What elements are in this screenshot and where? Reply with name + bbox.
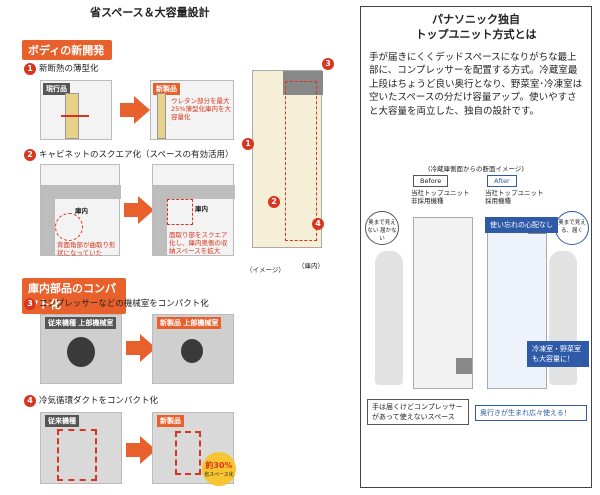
urethane-new: [157, 93, 166, 139]
dead-space-note: 手は届くけどコンプレッサーがあって使えないスペース: [367, 399, 469, 425]
spacious-note: 奥行きが生まれ広々使える！: [475, 405, 587, 421]
section-body-header: ボディの新開発: [22, 40, 112, 60]
corner-highlight-new: [167, 199, 193, 225]
capacity-callout: 冷凍室・野菜室も大容量に！: [527, 341, 589, 367]
compressor-old: [67, 337, 95, 367]
panel-body: 手が届きにくくデッドスペースになりがちな最上部に、コンプレッサーを配置する方式。…: [369, 52, 583, 117]
cabinet-side-old: [41, 185, 55, 255]
fridge-marker-2: 2: [268, 196, 280, 208]
step-3-number: 3: [24, 297, 36, 310]
step-1-new-tag: 新製品: [153, 83, 180, 95]
after-label-2: 採用機種: [485, 197, 511, 206]
step-1-text: 新断熱の薄型化: [39, 64, 99, 74]
compressor-before: [456, 358, 472, 374]
step-1-old-tag: 現行品: [43, 83, 70, 95]
fridge-inside-label: （庫内）: [298, 262, 324, 270]
before-label-2: 非採用機種: [411, 197, 444, 206]
bubble-after: 奥まで見える、届く: [555, 211, 589, 245]
compressor-new: [181, 339, 203, 363]
step-2-number: 2: [24, 148, 36, 161]
top-unit-panel: パナソニック独自 トップユニット方式とは 手が届きにくくデッドスペースになりがち…: [360, 6, 592, 488]
step-1-number: 1: [24, 62, 36, 75]
step-3-text: コンプレッサーなどの機械室をコンパクト化: [39, 299, 209, 309]
badge-percent: 約30%: [205, 461, 233, 470]
step-4-number: 4: [24, 394, 36, 407]
fridge-image-label: （イメージ）: [246, 266, 285, 274]
cabinet-side-new: [153, 185, 167, 255]
before-tag: Before: [413, 175, 449, 187]
step-1-note: ウレタン部分を最大25%薄型化庫内を大容量化: [171, 97, 231, 122]
step-4-old-tag: 従来機種: [45, 415, 79, 427]
corner-highlight-old: [55, 213, 83, 241]
step-4-old-photo: 従来機種: [40, 412, 122, 484]
after-label: 当社トップユニット 採用機種: [485, 189, 544, 206]
step-2-arrow: [124, 196, 154, 224]
diagram-caption: (冷蔵庫側面からの断面イメージ): [428, 165, 524, 173]
step-1-arrow: [120, 96, 150, 124]
thickness-marker-old: [61, 115, 89, 117]
panel-title-1: パナソニック独自: [432, 13, 520, 26]
before-label: 当社トップユニット 非採用機種: [411, 189, 470, 206]
fridge-marker-1: 1: [242, 138, 254, 150]
badge-sub: 省スペース化: [204, 472, 234, 478]
fridge-illustration: [252, 70, 323, 248]
step-3-new-tag: 新製品 上部機械室: [157, 317, 222, 329]
duct-new: [175, 431, 201, 475]
inside-label-new: 庫内: [195, 205, 208, 213]
step-2-old-diagram: 庫内 背面角部が曲取り形状になっていた: [40, 164, 121, 258]
step-1-old-diagram: 現行品: [40, 80, 112, 140]
inside-label-old: 庫内: [75, 207, 88, 215]
step-1-new-diagram: 新製品 ウレタン部分を最大25%薄型化庫内を大容量化: [150, 80, 234, 140]
reduction-badge: 約30% 省スペース化: [202, 452, 236, 486]
step-3-old-photo: 従来機種 上部機械室: [40, 314, 122, 384]
person-left-silhouette: [375, 251, 403, 385]
fridge-marker-3: 3: [322, 58, 334, 70]
step-2-new-diagram: 庫内 面取り部をスクエア化し、庫内奥側の収納スペースを拡大: [152, 164, 235, 256]
step-2-new-note: 面取り部をスクエア化し、庫内奥側の収納スペースを拡大: [169, 231, 228, 256]
step-4-new-tag: 新製品: [157, 415, 184, 427]
panel-title-2: トップユニット方式とは: [415, 28, 537, 41]
fridge-before-section: [413, 217, 473, 389]
step-4-text: 冷気循環ダクトをコンパクト化: [39, 396, 159, 406]
bubble-before: 奥まで見えない 届かない: [365, 211, 399, 245]
step-3-new-photo: 新製品 上部機械室: [152, 314, 234, 384]
worry-free-callout: 使い忘れの心配なし: [485, 217, 558, 233]
section-parts-header: 庫内部品のコンパクト化: [22, 278, 126, 314]
after-tag: After: [487, 175, 517, 187]
duct-old: [57, 429, 97, 481]
cabinet-top-new: [153, 185, 235, 199]
step-2-text: キャビネットのスクエア化（スペースの有効活用）: [39, 150, 234, 160]
cabinet-top-old: [41, 185, 121, 199]
before-label-1: 当社トップユニット: [411, 189, 470, 197]
after-label-1: 当社トップユニット: [485, 189, 544, 197]
left-title: 省スペース＆大容量設計: [90, 6, 210, 19]
step-2-old-note: 背面角部が曲取り形状になっていた: [57, 241, 116, 258]
fridge-marker-4: 4: [312, 218, 324, 230]
step-3-old-tag: 従来機種 上部機械室: [45, 317, 117, 329]
duct-outline: [285, 81, 317, 241]
